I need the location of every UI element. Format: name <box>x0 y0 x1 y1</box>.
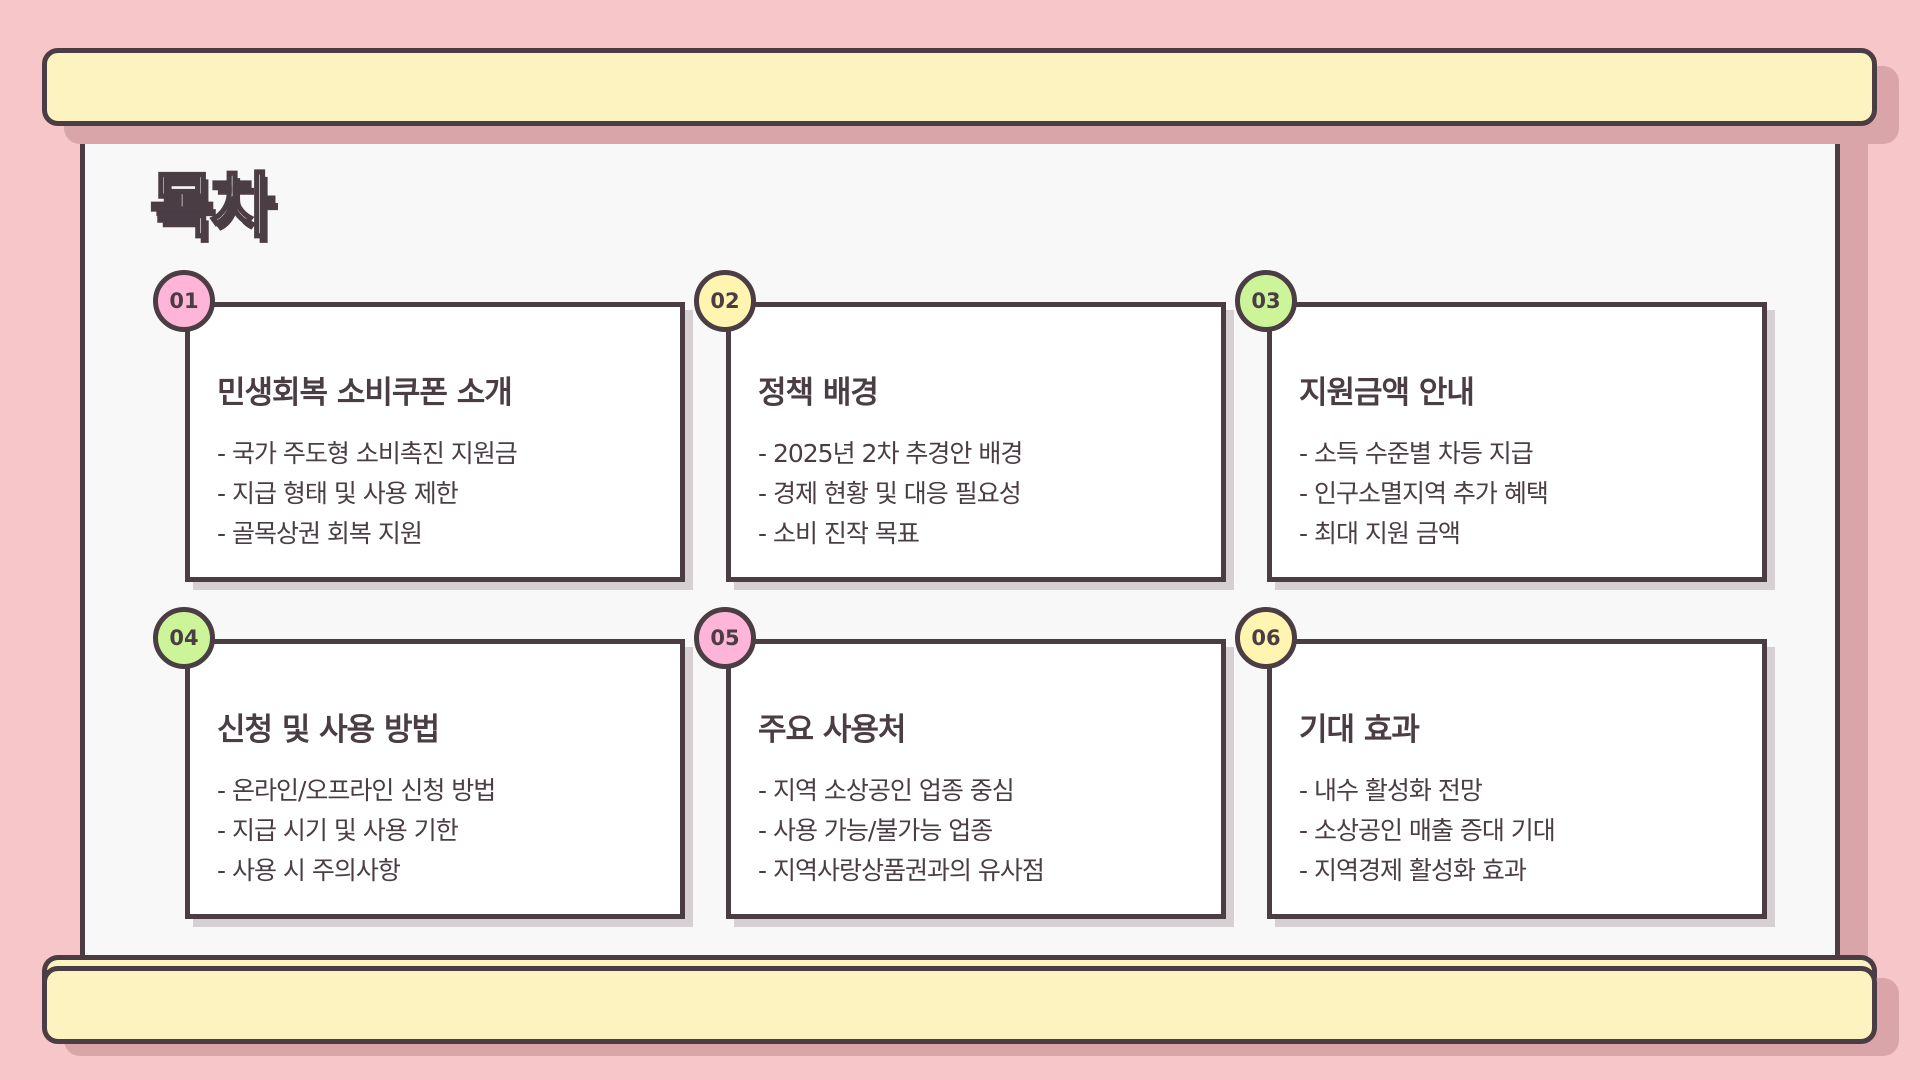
card-line: - 국가 주도형 소비촉진 지원금 <box>217 439 518 468</box>
card-line: - 사용 시 주의사항 <box>217 856 401 885</box>
card-line: - 2025년 2차 추경안 배경 <box>758 439 1023 468</box>
card-line: - 인구소멸지역 추가 혜택 <box>1299 479 1549 508</box>
number-badge: 06 <box>1235 607 1297 669</box>
toc-card-5[interactable]: 주요 사용처 - 지역 소상공인 업종 중심 - 사용 가능/불가능 업종 - … <box>726 639 1226 919</box>
card-line: - 경제 현황 및 대응 필요성 <box>758 479 1022 508</box>
card-line: - 사용 가능/불가능 업종 <box>758 816 993 845</box>
top-roll <box>42 48 1877 126</box>
toc-card-6[interactable]: 기대 효과 - 내수 활성화 전망 - 소상공인 매출 증대 기대 - 지역경제… <box>1267 639 1767 919</box>
card-line: - 지역 소상공인 업종 중심 <box>758 776 1015 805</box>
card-line: - 소상공인 매출 증대 기대 <box>1299 816 1556 845</box>
card-line: - 지역경제 활성화 효과 <box>1299 856 1527 885</box>
card-line: - 골목상권 회복 지원 <box>217 519 423 548</box>
card-line: - 최대 지원 금액 <box>1299 519 1461 548</box>
card-title: 기대 효과 <box>1299 712 1420 748</box>
card-line: - 소득 수준별 차등 지급 <box>1299 439 1534 468</box>
card-line: - 내수 활성화 전망 <box>1299 776 1483 805</box>
card-line: - 온라인/오프라인 신청 방법 <box>217 776 496 805</box>
card-line: - 지역사랑상품권과의 유사점 <box>758 856 1045 885</box>
number-badge: 03 <box>1235 270 1297 332</box>
card-line: - 지급 형태 및 사용 제한 <box>217 479 459 508</box>
card-title: 주요 사용처 <box>758 712 906 748</box>
number-badge: 04 <box>153 607 215 669</box>
card-title: 정책 배경 <box>758 375 879 411</box>
card-title: 신청 및 사용 방법 <box>217 712 440 748</box>
card-line: - 지급 시기 및 사용 기한 <box>217 816 459 845</box>
number-badge: 01 <box>153 270 215 332</box>
number-badge: 05 <box>694 607 756 669</box>
toc-card-2[interactable]: 정책 배경 - 2025년 2차 추경안 배경 - 경제 현황 및 대응 필요성… <box>726 302 1226 582</box>
card-title: 지원금액 안내 <box>1299 375 1475 411</box>
card-title: 민생회복 소비쿠폰 소개 <box>217 375 513 411</box>
toc-card-3[interactable]: 지원금액 안내 - 소득 수준별 차등 지급 - 인구소멸지역 추가 혜택 - … <box>1267 302 1767 582</box>
toc-card-1[interactable]: 민생회복 소비쿠폰 소개 - 국가 주도형 소비촉진 지원금 - 지급 형태 및… <box>185 302 685 582</box>
bottom-roll <box>42 966 1877 1044</box>
card-line: - 소비 진작 목표 <box>758 519 920 548</box>
number-badge: 02 <box>694 270 756 332</box>
page-title: 목차 <box>149 164 277 249</box>
toc-card-4[interactable]: 신청 및 사용 방법 - 온라인/오프라인 신청 방법 - 지급 시기 및 사용… <box>185 639 685 919</box>
